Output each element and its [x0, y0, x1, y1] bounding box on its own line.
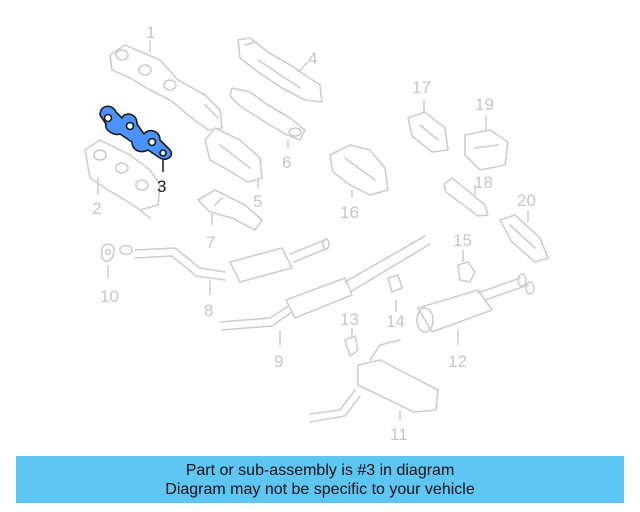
callout-12: 12 — [448, 330, 467, 371]
part-19-bracket — [464, 129, 509, 171]
part-17-bracket — [407, 111, 449, 153]
callout-7: 7 — [206, 214, 215, 252]
callout-6: 6 — [282, 140, 291, 172]
part-3-manifold-gasket — [99, 105, 173, 161]
part-12-rear-muffler — [416, 273, 535, 333]
callout-7-label: 7 — [206, 233, 215, 252]
part-16-heat-shield — [329, 144, 389, 196]
callout-10-label: 10 — [100, 287, 119, 306]
part-7-bracket — [197, 189, 263, 231]
banner-line-1: Part or sub-assembly is #3 in diagram — [185, 461, 455, 479]
callout-17-label: 17 — [412, 78, 431, 97]
callout-12-label: 12 — [448, 352, 467, 371]
part-18-strap — [443, 177, 489, 217]
callout-4-label: 4 — [308, 49, 317, 68]
callout-15-label: 15 — [453, 231, 472, 250]
callout-8-label: 8 — [204, 301, 213, 320]
callout-18: 18 — [474, 173, 493, 195]
callout-5-label: 5 — [253, 192, 262, 211]
callout-13: 13 — [340, 310, 359, 338]
callout-3: 3 — [157, 160, 166, 196]
callout-11-label: 11 — [390, 425, 408, 444]
part-14-clamp — [387, 274, 403, 293]
callout-17: 17 — [412, 78, 431, 112]
callout-14: 14 — [386, 300, 405, 331]
banner-line-2: Diagram may not be specific to your vehi… — [165, 480, 475, 498]
part-2-manifold — [84, 139, 161, 219]
parts-diagram: 1 2 3 4 6 — [84, 23, 549, 444]
callout-2-label: 2 — [92, 199, 101, 218]
callout-14-label: 14 — [386, 312, 405, 331]
callout-19-label: 19 — [475, 95, 494, 114]
callout-4: 4 — [297, 49, 317, 73]
callout-3-label: 3 — [157, 177, 166, 196]
callout-9-label: 9 — [274, 352, 283, 371]
part-4-heat-shield — [237, 37, 323, 103]
callout-15: 15 — [453, 231, 472, 262]
callout-16: 16 — [340, 190, 359, 222]
part-13-clamp — [344, 335, 359, 357]
callout-16-label: 16 — [340, 203, 359, 222]
callout-5: 5 — [253, 180, 262, 211]
part-15-hanger — [457, 261, 476, 283]
callout-8: 8 — [204, 280, 213, 320]
part-9-intermediate-pipe — [219, 235, 431, 331]
callout-9: 9 — [274, 330, 283, 371]
part-11-center-muffler — [309, 339, 439, 423]
callout-20-label: 20 — [517, 191, 536, 210]
callout-20: 20 — [517, 191, 536, 222]
callout-1-label: 1 — [146, 23, 155, 42]
part-6-bracket — [229, 87, 306, 141]
callout-6-label: 6 — [282, 153, 291, 172]
callout-19: 19 — [475, 95, 494, 130]
part-8-front-pipe — [134, 238, 330, 283]
callout-2: 2 — [92, 178, 101, 218]
callout-18-label: 18 — [474, 173, 493, 192]
part-20-hanger — [499, 214, 549, 263]
info-banner: Part or sub-assembly is #3 in diagram Di… — [16, 456, 624, 503]
part-1-manifold — [109, 44, 223, 131]
part-10-gasket — [101, 243, 133, 263]
part-5-heat-shield — [204, 127, 263, 183]
callout-10: 10 — [100, 265, 119, 306]
callout-11: 11 — [390, 410, 408, 444]
callout-1: 1 — [146, 23, 155, 52]
callout-13-label: 13 — [340, 310, 359, 329]
